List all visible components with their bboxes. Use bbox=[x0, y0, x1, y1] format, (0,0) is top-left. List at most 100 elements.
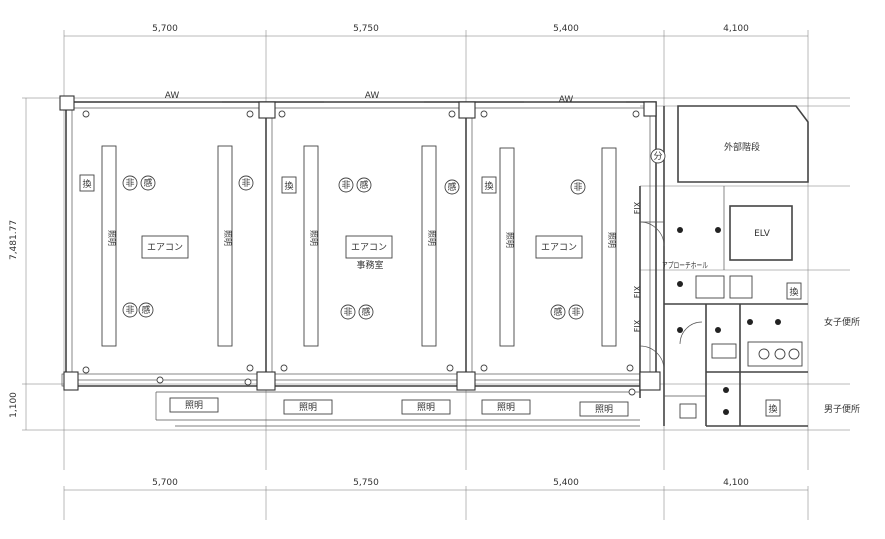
svg-text:感: 感 bbox=[359, 179, 368, 191]
window-label-1: AW bbox=[165, 91, 180, 101]
elevator-label: ELV bbox=[754, 229, 771, 239]
sensor-icon bbox=[550, 304, 566, 320]
light-fixture bbox=[303, 145, 319, 347]
vent-symbol bbox=[281, 176, 297, 194]
dim-top-1: 5,700 bbox=[152, 24, 178, 34]
fix-label-2: FIX bbox=[633, 285, 642, 298]
elevator-shaft bbox=[729, 205, 793, 261]
aircon-unit bbox=[141, 235, 189, 259]
column bbox=[458, 101, 476, 119]
svg-text:照明: 照明 bbox=[595, 404, 613, 415]
vent-symbol bbox=[786, 282, 802, 300]
column bbox=[258, 101, 276, 119]
dimension-labels: 5,700 5,750 5,400 4,100 5,700 5,750 5,40… bbox=[9, 24, 749, 488]
column bbox=[639, 371, 661, 391]
emergency-light-icon bbox=[122, 302, 138, 318]
dim-top-4: 4,100 bbox=[723, 24, 749, 34]
dim-bottom-1: 5,700 bbox=[152, 478, 178, 488]
aircon-unit bbox=[345, 235, 393, 259]
svg-text:非: 非 bbox=[571, 306, 580, 318]
emergency-light-icon bbox=[238, 175, 254, 191]
sensor-icon bbox=[138, 302, 154, 318]
light-label: 照明 bbox=[309, 230, 318, 246]
sensor-icon bbox=[140, 175, 156, 191]
aircon-unit bbox=[535, 235, 583, 259]
svg-text:照明: 照明 bbox=[299, 402, 317, 413]
corridor-light bbox=[481, 399, 531, 415]
dim-left-main: 7,481.77 bbox=[9, 220, 19, 260]
svg-text:感: 感 bbox=[553, 306, 562, 318]
emergency-light-icon bbox=[122, 175, 138, 191]
light-label: 照明 bbox=[427, 230, 436, 246]
svg-text:非: 非 bbox=[341, 179, 350, 191]
dim-bottom-4: 4,100 bbox=[723, 478, 749, 488]
corridor-light bbox=[401, 399, 451, 415]
dim-top-2: 5,750 bbox=[353, 24, 379, 34]
svg-text:感: 感 bbox=[141, 304, 150, 316]
light-fixture bbox=[421, 145, 437, 347]
room-3: 照明 照明 エアコン 換 非 分 感 非 bbox=[481, 147, 666, 347]
svg-text:照明: 照明 bbox=[497, 402, 515, 413]
vent-symbol bbox=[79, 174, 95, 192]
fix-label-3: FIX bbox=[633, 319, 642, 332]
svg-text:非: 非 bbox=[573, 181, 582, 193]
vent-icon: 換 bbox=[789, 286, 798, 298]
fix-label-1: FIX bbox=[633, 201, 642, 214]
core-area: 外部階段 ELV 換 換 FIX FIX FIX アプローチホール 女子便所 男… bbox=[633, 105, 860, 419]
mens-wc-label: 男子便所 bbox=[824, 403, 860, 415]
columns bbox=[59, 95, 661, 391]
small-fixtures bbox=[82, 110, 640, 396]
vent-symbol bbox=[481, 176, 497, 194]
svg-text:感: 感 bbox=[447, 181, 456, 193]
svg-text:感: 感 bbox=[143, 177, 152, 189]
aircon-label: エアコン bbox=[147, 243, 183, 253]
room-name-office: 事務室 bbox=[356, 259, 383, 271]
emergency-light-icon bbox=[340, 304, 356, 320]
womens-wc-label: 女子便所 bbox=[824, 316, 860, 328]
column bbox=[643, 101, 657, 117]
emergency-light-icon bbox=[568, 304, 584, 320]
aircon-label: エアコン bbox=[351, 243, 387, 253]
corridor-lights: 照明 照明 照明 照明 照明 bbox=[169, 397, 629, 417]
svg-text:分: 分 bbox=[653, 151, 662, 162]
light-fixture bbox=[101, 145, 117, 347]
room-2: 照明 照明 エアコン 事務室 換 非 感 感 非 感 bbox=[281, 145, 460, 347]
dim-bottom-2: 5,750 bbox=[353, 478, 379, 488]
svg-text:非: 非 bbox=[125, 177, 134, 189]
corridor-light bbox=[283, 399, 333, 415]
svg-text:照明: 照明 bbox=[185, 400, 203, 411]
vent-icon: 換 bbox=[284, 180, 293, 192]
emergency-light-icon bbox=[570, 179, 586, 195]
sensor-icon bbox=[444, 179, 460, 195]
window-label-2: AW bbox=[365, 91, 380, 101]
column bbox=[456, 371, 476, 391]
light-label: 照明 bbox=[607, 232, 616, 248]
light-label: 照明 bbox=[505, 232, 514, 248]
vent-symbol bbox=[765, 399, 781, 417]
column bbox=[256, 371, 276, 391]
grid-lines bbox=[22, 30, 850, 520]
dim-top-3: 5,400 bbox=[553, 24, 579, 34]
dim-left-corridor: 1,100 bbox=[9, 392, 19, 418]
vent-icon: 換 bbox=[82, 178, 91, 190]
svg-text:非: 非 bbox=[241, 177, 250, 189]
dim-bottom-3: 5,400 bbox=[553, 478, 579, 488]
windows: AW AW AW bbox=[120, 91, 626, 105]
light-label: 照明 bbox=[107, 230, 116, 246]
distribution-icon bbox=[650, 148, 666, 164]
aircon-label: エアコン bbox=[541, 243, 577, 253]
window-label-3: AW bbox=[559, 95, 574, 105]
approach-hall-label: アプローチホール bbox=[662, 261, 708, 270]
vent-icon: 換 bbox=[768, 403, 777, 415]
svg-text:非: 非 bbox=[343, 306, 352, 318]
vent-icon: 換 bbox=[484, 180, 493, 192]
sensor-icon bbox=[356, 177, 372, 193]
light-fixture bbox=[217, 145, 233, 347]
outer-stairs-label: 外部階段 bbox=[724, 141, 760, 153]
room-1: 照明 照明 エアコン 換 非 感 非 非 感 bbox=[79, 145, 254, 347]
emergency-light-icon bbox=[338, 177, 354, 193]
corridor-light bbox=[579, 401, 629, 417]
corridor-light bbox=[169, 397, 219, 413]
outer-stairs bbox=[677, 105, 809, 183]
